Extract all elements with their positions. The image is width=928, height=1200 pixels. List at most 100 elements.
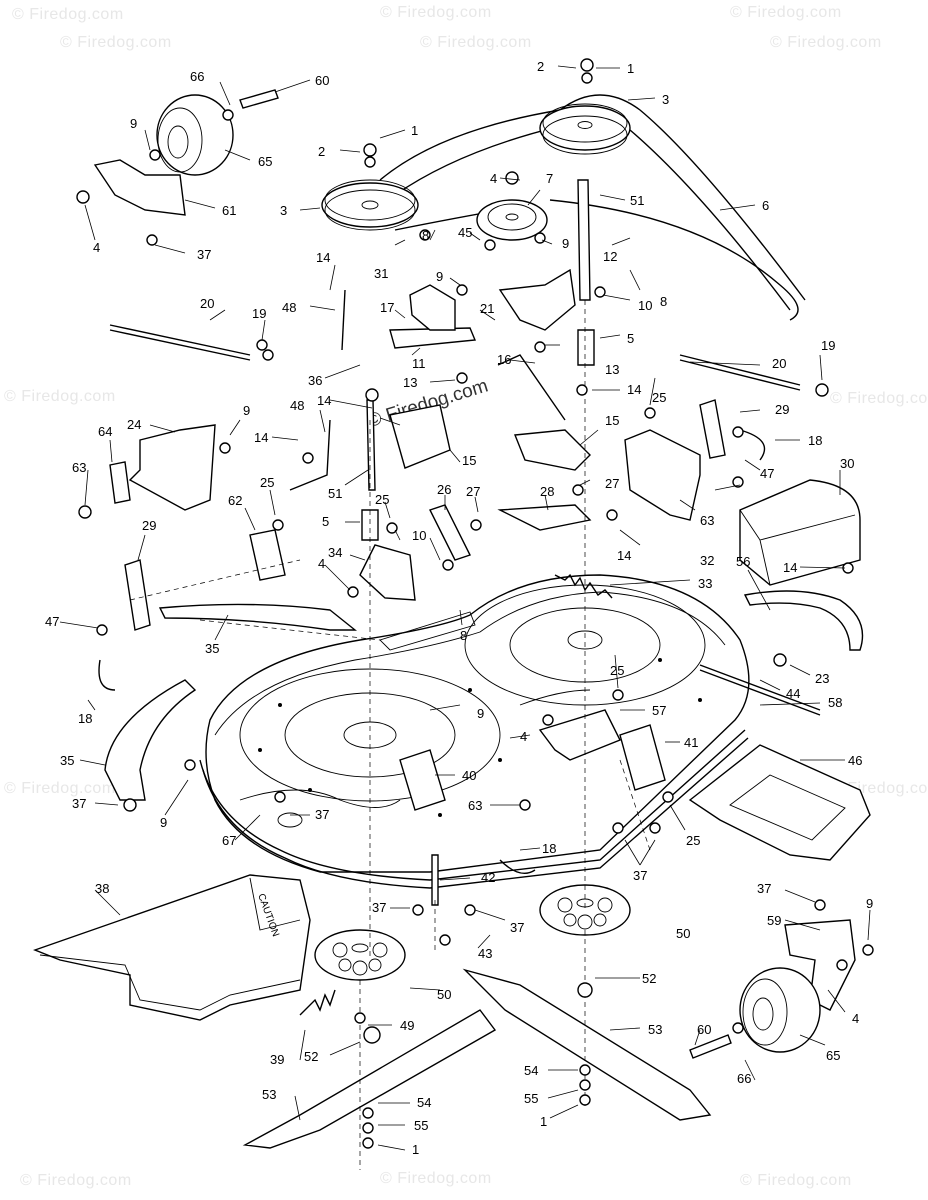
arm-17 [389, 327, 477, 349]
callout: 5 [322, 514, 329, 529]
callout: 9 [130, 116, 137, 131]
callout: 10 [638, 298, 652, 313]
callout: 15 [462, 453, 476, 468]
callout: 25 [260, 475, 274, 490]
callout: 9 [436, 269, 443, 284]
callout: 32 [700, 553, 714, 568]
callout: 18 [542, 841, 556, 856]
callout: 7 [546, 171, 553, 186]
callout: 1 [412, 1142, 419, 1157]
callout: 9 [866, 896, 873, 911]
callout: 3 [662, 92, 669, 107]
callout: 2 [318, 144, 325, 159]
blade-53-left [242, 1009, 497, 1149]
callout: 35 [205, 641, 219, 656]
callout: 11 [412, 356, 426, 371]
bracket-41 [619, 724, 666, 791]
support-bracket-46 [688, 744, 871, 861]
watermark: © Firedog.com [4, 780, 116, 797]
callout: 20 [200, 296, 214, 311]
callout: 9 [477, 706, 484, 721]
link-26 [429, 504, 471, 561]
callout: 58 [828, 695, 842, 710]
callout: 37 [757, 881, 771, 896]
callout: 9 [562, 236, 569, 251]
callout: 8 [660, 294, 667, 309]
bracket-34 [359, 544, 416, 601]
rod-48-left [289, 419, 331, 491]
callout: 43 [478, 946, 492, 961]
callout: 63 [700, 513, 714, 528]
callout: 53 [648, 1022, 662, 1037]
spindle-50-right [539, 884, 631, 936]
watermark: © Firedog.com [380, 4, 492, 21]
callout: 30 [840, 456, 854, 471]
callout: 50 [437, 987, 451, 1002]
shaft-51-right [577, 179, 591, 301]
callout: 59 [767, 913, 781, 928]
callout: 65 [258, 154, 272, 169]
watermark: © Firedog.com [770, 34, 882, 51]
spring-33 [554, 573, 613, 599]
wheel-65-top [156, 94, 234, 176]
callout: 20 [772, 356, 786, 371]
watermark: © Firedog.com [4, 388, 116, 405]
callout: 60 [315, 73, 329, 88]
bracket-15-left [389, 404, 451, 469]
callout: 48 [290, 398, 304, 413]
watermark: © Firedog.com [20, 1172, 132, 1189]
callout: 4 [318, 556, 325, 571]
callout: 62 [228, 493, 242, 508]
rod-20-left [109, 324, 251, 356]
callout: 19 [821, 338, 835, 353]
callout: 31 [374, 266, 388, 281]
callout: 37 [72, 796, 86, 811]
callout: 4 [520, 729, 527, 744]
rod-20-right [679, 354, 801, 386]
callout: 16 [497, 352, 511, 367]
callout: 48 [282, 300, 296, 315]
callout: 54 [524, 1063, 538, 1078]
belt-guard-30 [739, 479, 861, 586]
watermark: © Firedog.com [12, 6, 124, 23]
watermark: © Firedog.com [60, 34, 172, 51]
callout: 33 [698, 576, 712, 591]
callout: 53 [262, 1087, 276, 1102]
callout: 29 [142, 518, 156, 533]
callout: 15 [605, 413, 619, 428]
callout: 24 [127, 417, 141, 432]
callout: 51 [630, 193, 644, 208]
bracket-64 [109, 461, 131, 504]
callout: 37 [315, 807, 329, 822]
callout: 4 [93, 240, 100, 255]
bracket-29-right [699, 399, 726, 459]
callout: 34 [328, 545, 342, 560]
callout: 64 [98, 424, 112, 439]
pulley-3-right [539, 103, 631, 155]
rod-44 [699, 664, 821, 711]
callout: 1 [411, 123, 418, 138]
bracket-28 [497, 504, 592, 531]
bracket-12 [498, 268, 576, 331]
callout: 14 [254, 430, 268, 445]
callout: 40 [462, 768, 476, 783]
callout: 66 [737, 1071, 751, 1086]
callout: 41 [684, 735, 698, 750]
callout: 49 [400, 1018, 414, 1033]
callout: 46 [848, 753, 862, 768]
spacer-5-a [577, 329, 595, 366]
callout: 12 [603, 249, 617, 264]
callout: 8 [422, 228, 429, 243]
callout: 28 [540, 484, 554, 499]
belt-guard-56 [743, 590, 864, 651]
bracket-61 [93, 159, 186, 216]
callout: 9 [160, 815, 167, 830]
callout: 65 [826, 1048, 840, 1063]
callout: 37 [633, 868, 647, 883]
callout: 44 [786, 686, 800, 701]
callout: 55 [414, 1118, 428, 1133]
pin-42 [431, 854, 439, 906]
blade-53-right [462, 968, 712, 1121]
callout: 54 [417, 1095, 431, 1110]
callout: 42 [481, 870, 495, 885]
